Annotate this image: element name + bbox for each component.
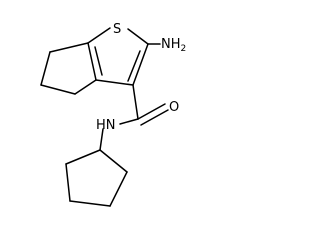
- bond-c7a-s: [87, 27, 111, 44]
- bond-c3a-c7a-double-inner: [94, 46, 103, 76]
- bond-carbonyl-nh: [119, 118, 139, 125]
- bond-c3a-c7a: [87, 42, 97, 81]
- bond-carbonyl-o-double: [140, 109, 169, 126]
- oxygen-atom-label: O: [169, 100, 179, 115]
- bond-cpb1-cpb2: [65, 149, 101, 165]
- bond-carbonyl-o: [137, 103, 166, 120]
- amino-nh-text: NH: [161, 37, 181, 52]
- bond-cp2-cp3: [40, 51, 51, 86]
- sulfur-atom-label: S: [113, 22, 121, 37]
- bond-nh-cp-ch: [99, 128, 104, 151]
- bond-c2-c3: [132, 43, 149, 86]
- amino-subscript-text: 2: [181, 44, 187, 54]
- bond-cpb4-cpb5: [109, 171, 128, 207]
- bond-cpb2-cpb3: [65, 163, 71, 202]
- bond-cpb5-cpb1: [99, 149, 128, 173]
- bond-s-c2: [127, 28, 149, 45]
- amino-group-label: NH2: [161, 37, 186, 54]
- bond-cpb3-cpb4: [69, 200, 111, 207]
- bond-cp3-cp4: [40, 84, 76, 95]
- bond-c3-carbonyl: [132, 84, 139, 120]
- amide-nitrogen-label: HN: [96, 118, 116, 133]
- molecule-structure-diagram: S NH2 O HN: [40, 22, 186, 207]
- bond-c3-c2-double-inner: [127, 50, 141, 82]
- bond-cp4-c3a: [74, 79, 97, 95]
- bond-c3-c3a: [95, 79, 134, 86]
- bond-cp1-cp2: [49, 42, 89, 53]
